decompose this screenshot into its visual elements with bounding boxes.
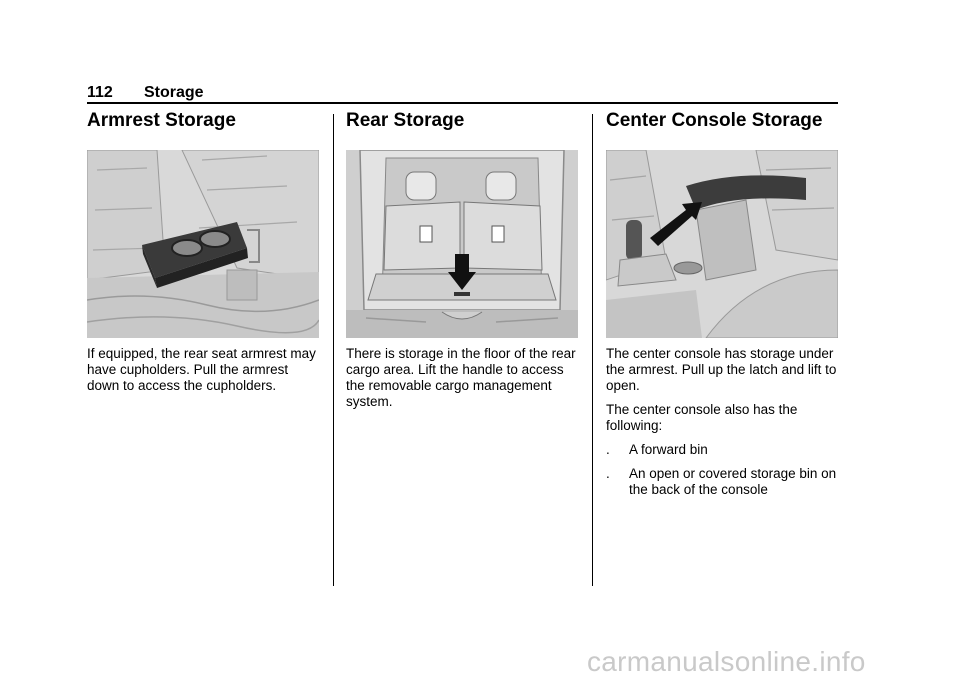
section-body: The center console has storage under the…: [606, 346, 838, 506]
center-console-illustration: [606, 150, 838, 338]
header-divider: [87, 102, 838, 104]
rear-cargo-illustration: [346, 150, 578, 338]
list-item: . An open or covered storage bin on the …: [606, 466, 838, 498]
page-header: 112 Storage: [87, 84, 838, 102]
section-body: If equipped, the rear seat armrest may h…: [87, 346, 319, 402]
column-divider: [333, 114, 334, 586]
bullet-text: A forward bin: [629, 442, 708, 457]
bullet-marker: .: [606, 442, 610, 457]
paragraph: There is storage in the floor of the rea…: [346, 346, 576, 409]
bullet-text: An open or covered storage bin on the ba…: [629, 466, 837, 497]
bullet-marker: .: [606, 466, 610, 481]
section-title: Storage: [144, 84, 204, 101]
center-console-storage-section: Center Console Storage The center consol…: [606, 110, 838, 497]
paragraph: The center console also has the followin…: [606, 402, 798, 433]
section-body: There is storage in the floor of the rea…: [346, 346, 578, 418]
rear-storage-section: Rear Storage There is s: [346, 110, 578, 409]
list-item: . A forward bin: [606, 442, 838, 458]
armrest-storage-section: Armrest Storage If equipped, the rear se…: [87, 110, 319, 393]
armrest-cupholder-illustration: [87, 150, 319, 338]
page-number: 112: [87, 84, 113, 101]
section-heading: Center Console Storage: [606, 110, 823, 131]
column-divider: [592, 114, 593, 586]
section-heading: Armrest Storage: [87, 110, 236, 131]
section-heading: Rear Storage: [346, 110, 465, 131]
paragraph: The center console has storage under the…: [606, 346, 837, 393]
watermark: carmanualsonline.info: [587, 646, 866, 677]
paragraph: If equipped, the rear seat armrest may h…: [87, 346, 316, 393]
